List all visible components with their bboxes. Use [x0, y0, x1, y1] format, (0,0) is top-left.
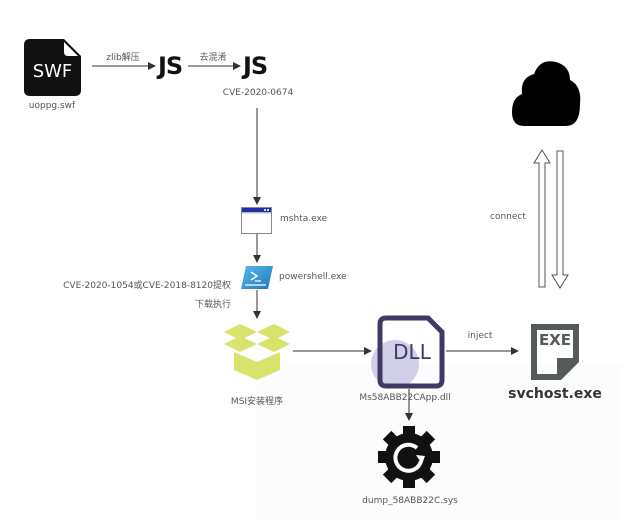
powershell-label: powershell.exe [279, 272, 347, 282]
js2-cve-label: CVE-2020-0674 [222, 88, 294, 98]
edge-label-inject: inject [467, 331, 493, 341]
edge-down-arrow [551, 150, 569, 289]
exe-icon-text: EXE [538, 331, 572, 349]
mshta-node [241, 207, 272, 234]
cloud-node [510, 56, 582, 128]
edge-label-zlib: zlib解压 [106, 53, 140, 63]
edge-up-arrow [533, 149, 551, 288]
edge-label-connect: connect [490, 212, 526, 222]
edge-label-download-exec: 下载执行 [194, 300, 231, 310]
swf-label: uoppg.swf [28, 101, 76, 111]
mshta-label: mshta.exe [280, 214, 328, 224]
dll-file-icon [371, 315, 445, 389]
swf-file-icon [24, 39, 81, 96]
open-box-icon [224, 324, 290, 380]
sys-node [377, 425, 441, 489]
background-panel [255, 365, 621, 521]
svchost-label: svchost.exe [508, 386, 602, 402]
dll-icon-text: DLL [393, 340, 431, 364]
cloud-icon [512, 61, 581, 127]
edge-label-privesc: CVE-2020-1054或CVE-2018-8120提权 [63, 281, 231, 291]
js-icon-2: JS [243, 52, 268, 80]
powershell-node [241, 266, 273, 289]
swf-file-node: SWF [24, 39, 81, 96]
msi-node [222, 322, 292, 382]
dll-label: Ms58ABB22CApp.dll [359, 393, 451, 403]
msi-label: MSI安装程序 [230, 397, 284, 407]
svchost-node: EXE [529, 322, 581, 382]
dll-node: DLL [370, 314, 446, 390]
window-icon [241, 207, 272, 234]
exe-file-icon [531, 324, 579, 380]
edge-label-deobfuscate: 去混淆 [199, 53, 227, 63]
gear-refresh-icon [378, 426, 440, 488]
js-icon-1: JS [158, 52, 183, 80]
powershell-icon [241, 266, 273, 289]
swf-icon-text: SWF [32, 61, 73, 82]
sys-label: dump_58ABB22C.sys [362, 496, 458, 506]
